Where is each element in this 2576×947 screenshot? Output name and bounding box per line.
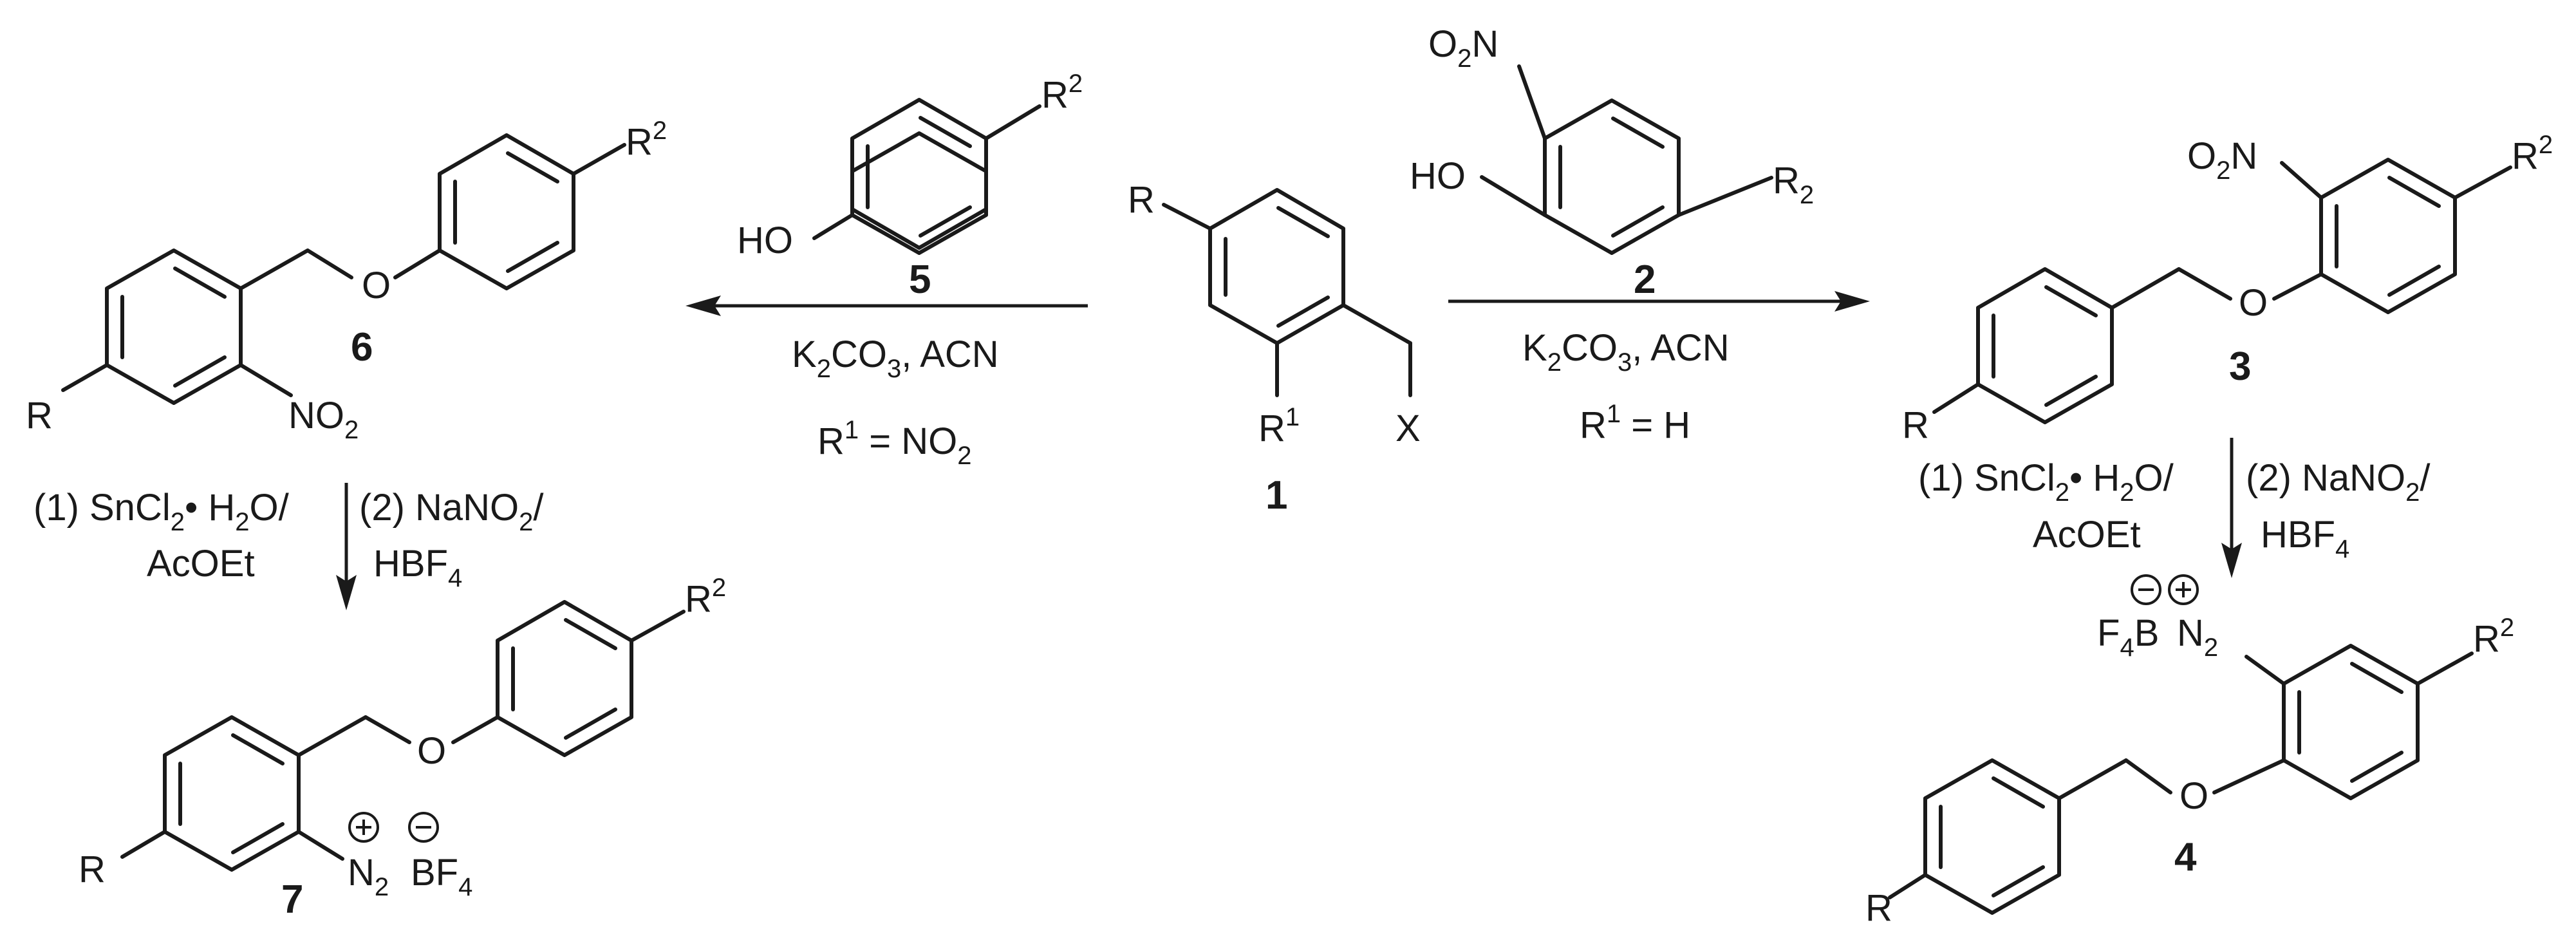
compound-1: R R1 X 1 [1128,179,1421,518]
right-down-step1-line2: AcOEt [2033,514,2141,556]
svg-text:R2: R2 [626,117,667,163]
svg-text:N2: N2 [2177,612,2218,662]
c7-r2-label: R [685,578,712,620]
c7-o-label: O [417,730,446,772]
right-reagent: K2CO3, ACN [1522,327,1730,377]
c7-n2-label: N [348,852,375,894]
c3-o2n-o: O [2187,135,2216,177]
c4-n2-label: N [2177,612,2204,654]
c3-r2-label: R [2512,135,2539,177]
arrow-down-left [336,483,357,610]
conditions-right: K2CO3, ACN R1 = H [1522,327,1730,446]
c6-r2-label: R [626,121,653,163]
right-down-step2-line2: HBF4 [2261,514,2349,563]
c6-o-label: O [362,265,391,306]
left-condition: R1 = NO2 [817,416,972,470]
svg-text:R2: R2 [1773,160,1814,209]
svg-text:O2N: O2N [2187,135,2257,185]
arrow-right [1448,291,1870,312]
conditions-right-down: (1) SnCl2• H2O/ AcOEt (2) NaNO2/ HBF4 [1918,457,2431,563]
compound-3-number: 3 [2229,344,2251,389]
left-reagent: K2CO3, ACN [792,333,999,383]
right-down-step1: (1) SnCl2• H2O/ [1918,457,2174,507]
left-down-step1: (1) SnCl2• H2O/ [33,487,290,536]
c4-r-label: R [1865,887,1892,929]
svg-text:R2: R2 [685,574,726,620]
svg-text:R2: R2 [1041,70,1083,116]
compound-7: R2 O R N2 BF4 7 [79,574,726,922]
conditions-left-down: (1) SnCl2• H2O/ AcOEt (2) NaNO2/ HBF4 [33,487,544,592]
compound-5: HO R2 5 [737,70,1083,302]
svg-text:O2N: O2N [1428,23,1498,73]
c5-ho-label: HO [737,220,793,261]
c4-r2-label: R [2473,618,2500,660]
compound-3: O2N R2 O R 3 [1902,131,2553,446]
svg-text:F4B: F4B [2097,612,2159,662]
compound-4: F4B N2 R2 O R 4 [1865,574,2514,929]
compound-6-number: 6 [351,325,373,370]
compound-2: O2N HO R2 2 [1410,23,1814,302]
c1-r1-label: R [1258,408,1285,449]
c7-r-label: R [79,849,106,890]
compound-4-number: 4 [2174,835,2197,879]
right-condition: R1 = H [1580,400,1690,446]
svg-text:BF4: BF4 [411,852,472,901]
c1-r-label: R [1128,179,1155,221]
svg-text:R1: R1 [1258,403,1300,449]
right-down-step2: (2) NaNO2/ [2246,457,2431,507]
c4-f4b-f: F [2097,612,2120,654]
c6-no2-label: NO [288,395,344,436]
svg-text:NO2: NO2 [288,395,359,444]
svg-text:N2: N2 [348,852,389,901]
left-down-step2-line2: HBF4 [373,543,462,592]
c1-r1-sup: 1 [1285,403,1300,431]
compound-1-number: 1 [1265,473,1287,518]
c2-ho-label: HO [1410,155,1466,197]
svg-text:R2: R2 [2473,614,2514,660]
c1-x-label: X [1395,408,1421,449]
left-down-step1-line2: AcOEt [147,543,255,585]
svg-text:R2: R2 [2512,131,2553,177]
c3-o-label: O [2239,282,2268,324]
conditions-left: K2CO3, ACN R1 = NO2 [792,333,999,470]
c2-r2-label: R [1773,160,1800,202]
arrow-left [686,295,1088,316]
left-down-step2: (2) NaNO2/ [359,487,544,536]
c5-r2-label: R [1041,74,1069,116]
compound-2-number: 2 [1634,258,1656,302]
arrow-down-right [2221,438,2242,578]
c2-o2n-o: O [1428,23,1457,65]
compound-7-number: 7 [281,877,303,922]
c3-r-label: R [1902,404,1929,446]
compound-5-number: 5 [909,258,931,302]
c4-o-label: O [2179,775,2208,817]
compound-6: R2 O R NO2 6 [26,117,667,444]
c6-r-label: R [26,395,53,436]
c7-bf4-label: BF [411,852,458,894]
